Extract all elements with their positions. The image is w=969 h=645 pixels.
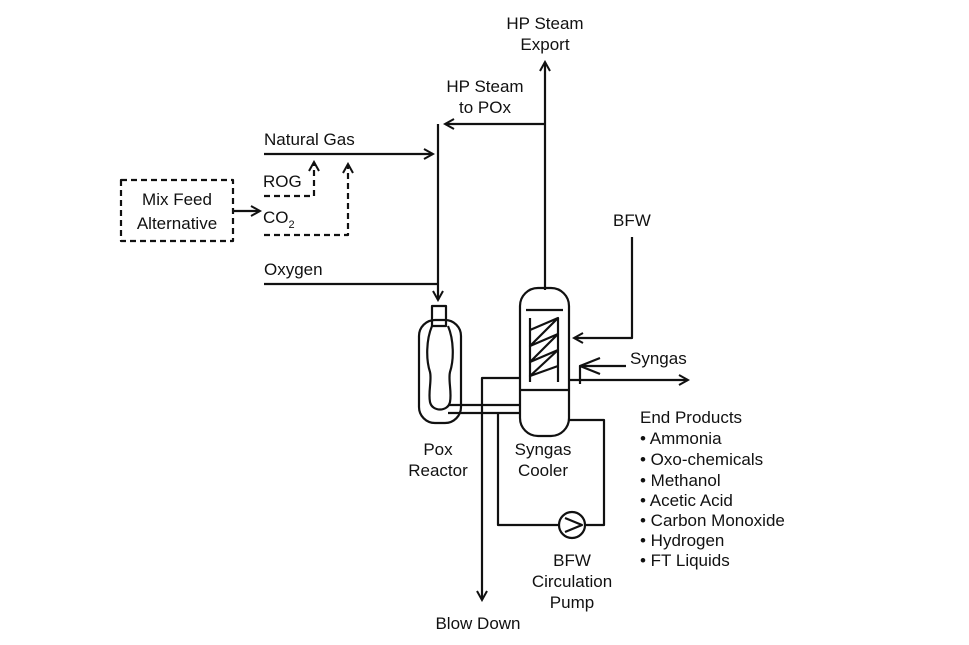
end-product-item: • Carbon Monoxide [640, 511, 785, 530]
pox-reactor-label-1: Pox [423, 440, 453, 459]
pox-reactor-inner [426, 325, 454, 411]
bfw-pump-label-2: Circulation [532, 572, 612, 591]
syngas-cooler [518, 286, 571, 438]
co2-label-sub: 2 [289, 219, 295, 231]
syngas-inlet-arrow [578, 356, 601, 376]
syngas-cooler-coil [528, 316, 560, 378]
bfw-circulation-pump [557, 510, 587, 540]
blow-down-label: Blow Down [435, 614, 520, 633]
end-product-item: • Oxo-chemicals [640, 450, 763, 469]
syngas-cooler-label-1: Syngas [515, 440, 572, 459]
natural-gas-label: Natural Gas [264, 130, 355, 149]
co2-label: CO2 [263, 208, 295, 231]
end-product-item: • Ammonia [640, 429, 722, 448]
syngas-label: Syngas [630, 349, 687, 368]
pox-reactor-shell [417, 318, 463, 425]
pump-suction-line [496, 414, 558, 527]
co2-label-main: CO [263, 208, 289, 227]
end-product-item: • FT Liquids [640, 551, 730, 570]
hp-steam-export-label-1: HP Steam [506, 14, 583, 33]
rog-dashed-line [264, 162, 314, 198]
mix-feed-label-2: Alternative [137, 214, 217, 233]
circulation-loop [482, 376, 520, 600]
hp-steam-to-pox-label-2: to POx [459, 98, 511, 117]
mix-feed-label-1: Mix Feed [142, 190, 212, 209]
pump-discharge-line [569, 418, 606, 527]
pox-reactor [417, 304, 463, 425]
bfw-inlet-line [574, 237, 634, 338]
hp-steam-export-label-2: Export [520, 35, 569, 54]
end-products-title: End Products [640, 408, 742, 427]
pox-reactor-nozzle [430, 304, 448, 328]
syngas-cooler-shell [518, 286, 571, 438]
end-product-item: • Methanol [640, 471, 721, 490]
bfw-label: BFW [613, 211, 651, 230]
end-product-item: • Acetic Acid [640, 491, 733, 510]
oxygen-label: Oxygen [264, 260, 323, 279]
pump-impeller [564, 516, 584, 534]
pox-reactor-label-2: Reactor [408, 461, 468, 480]
rog-label: ROG [263, 172, 302, 191]
bfw-pump-label-1: BFW [553, 551, 591, 570]
co2-dashed-line [264, 164, 348, 237]
hp-steam-to-pox-label-1: HP Steam [446, 77, 523, 96]
syngas-cooler-label-2: Cooler [518, 461, 568, 480]
pump-casing [557, 510, 587, 540]
bfw-pump-label-3: Pump [550, 593, 594, 612]
end-product-item: • Hydrogen [640, 531, 724, 550]
